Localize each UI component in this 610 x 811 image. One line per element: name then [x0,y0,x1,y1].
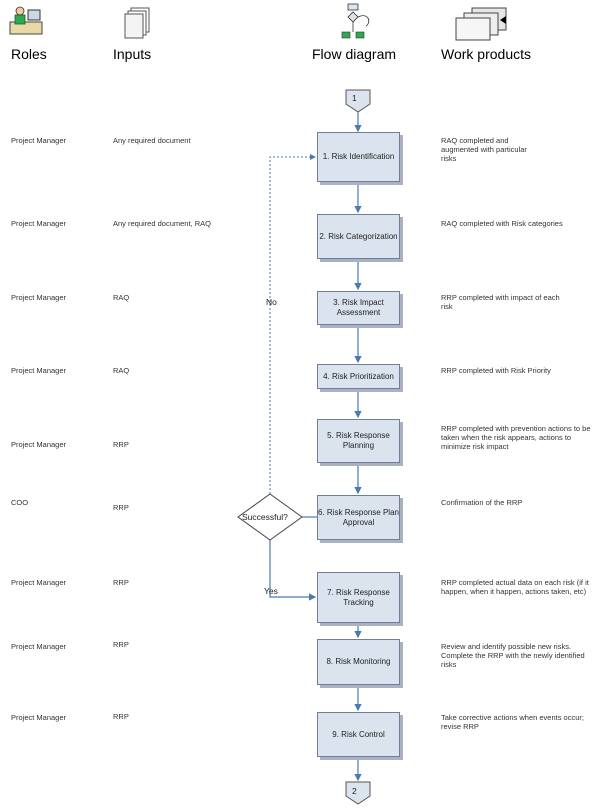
step-box-3: 3. Risk Impact Assessment [317,291,400,325]
input-6: RRP [113,503,129,512]
step-box-7: 7. Risk Response Tracking [317,572,400,623]
role-7: Project Manager [11,578,67,587]
work-product-1: RAQ completed and augmented with particu… [441,136,527,163]
input-8: RRP [113,640,129,649]
work-product-4: RRP completed with Risk Priority [441,366,551,375]
role-4: Project Manager [11,366,67,375]
role-3: Project Manager [11,293,67,302]
input-3: RAQ [113,293,130,302]
step-box-8: 8. Risk Monitoring [317,639,400,685]
flow-diagram-icon [336,2,376,42]
role-6: COO [11,498,29,507]
header-flow-diagram: Flow diagram [312,46,397,62]
input-1: Any required document [113,136,191,145]
input-2: Any required document, RAQ [113,219,211,228]
role-9: Project Manager [11,713,67,722]
work-product-5: RRP completed with prevention actions to… [441,424,591,451]
start-connector-label: 1 [352,93,357,103]
header-inputs: Inputs [113,46,152,62]
decision-label: Successful? [242,512,288,522]
inputs-documents-icon [123,6,153,40]
step-box-6: 6. Risk Response Plan Approval [317,495,400,540]
work-product-7: RRP completed actual data on each risk (… [441,578,589,596]
work-product-3: RRP completed with impact of each risk [441,293,560,311]
work-product-8: Review and identify possible new risks. … [441,642,585,669]
input-5: RRP [113,440,129,449]
role-8: Project Manager [11,642,67,651]
decision-no-label: No [266,297,277,307]
header-roles: Roles [11,46,47,62]
step-box-5: 5. Risk Response Planning [317,419,400,463]
end-connector-shape [345,781,371,805]
step-box-4: 4. Risk Prioritization [317,364,400,389]
work-product-2: RAQ completed with Risk categories [441,219,563,228]
work-product-6: Confirmation of the RRP [441,498,523,507]
decision-yes-label: Yes [264,586,278,596]
input-4: RAQ [113,366,130,375]
start-connector-shape [345,89,371,113]
roles-person-icon [8,4,44,36]
work-products-stack-icon [454,6,510,42]
role-5: Project Manager [11,440,67,449]
input-9: RRP [113,712,129,721]
end-connector-label: 2 [352,786,357,796]
work-product-9: Take corrective actions when events occu… [441,713,584,731]
role-1: Project Manager [11,136,67,145]
decision-diamond [237,493,303,541]
step-box-9: 9. Risk Control [317,712,400,757]
step-box-1: 1. Risk Identification [317,132,400,182]
role-2: Project Manager [11,219,67,228]
header-work-products: Work products [441,46,531,62]
input-7: RRP [113,578,129,587]
step-box-2: 2. Risk Categorization [317,214,400,259]
